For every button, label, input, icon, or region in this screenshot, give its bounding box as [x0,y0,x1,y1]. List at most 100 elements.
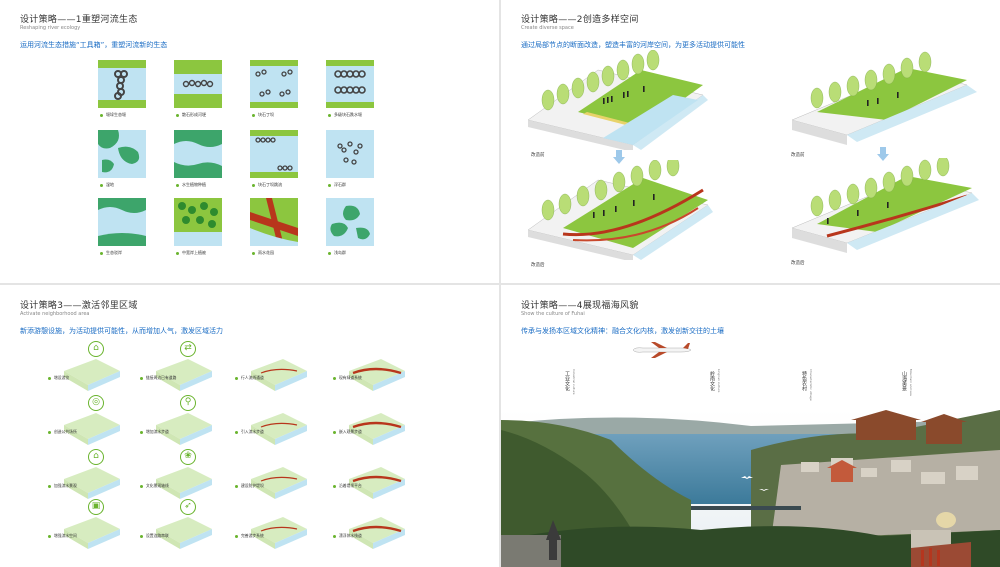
activation-label: 沿着堤坝平台 [333,483,362,489]
culture-label-en: Mountain and sea [909,369,913,396]
activation-item [247,397,309,449]
ecology-diagram [326,60,374,108]
section-after-left [527,160,713,260]
activation-label: 建设防护堤坝 [235,483,264,489]
activation-label: 现有绿道系统 [333,375,362,381]
ecology-tile-label: 多级块石跌水堰 [328,112,362,118]
ecology-tile [326,130,374,178]
horizontal-divider [0,283,1000,285]
ecology-tile-label: 浮石群 [328,182,346,188]
panel-subtitle: Activate neighborhood area [20,311,90,317]
activity-icon: ⇄ [180,341,196,357]
ecology-tile [98,130,146,178]
activation-label: 文化景观轴线 [140,483,169,489]
activation-label: 加强滨水景观 [48,483,77,489]
ecology-tile-label: 水生植物种植 [176,182,206,188]
ecology-tile [98,60,146,108]
ecology-diagram [98,198,146,246]
culture-label-en: Lingnan culture [717,369,721,393]
panel-lead: 传承与发扬本区域文化精神：融合文化内核，激发创新交往的土壤 [521,327,724,335]
activation-diagram [349,517,405,549]
ecology-diagram [174,60,222,108]
activity-icon: ⌂ [88,449,104,465]
ecology-tile [326,198,374,246]
activity-icon: ◎ [88,395,104,411]
ecology-tile [174,130,222,178]
ecology-tile-label: 生态驳岸 [100,250,122,256]
section-after-right [791,158,979,253]
activation-label: 创造公共场所 [48,429,77,435]
ecology-diagram [174,130,222,178]
panel-subtitle: Show the culture of Fuhai [521,311,585,317]
activation-label: 链接周边已有道路 [140,375,176,381]
panel-river-ecology: 设计策略——1重塑河流生态 Reshaping river ecology 运用… [0,0,499,283]
coastal-panorama [501,410,1000,567]
activation-label: 漂浮休水栈道 [333,533,362,539]
activation-label: 嵌入观景步道 [333,429,362,435]
activation-diagram [349,467,405,499]
culture-label: 山海美景 [901,371,907,391]
ecology-tile-label: 湿地 [100,182,114,188]
airplane-icon [632,342,692,358]
activation-item [345,451,407,503]
ecology-tile [250,130,298,178]
activation-label: 引入滨水步道 [235,429,264,435]
panel-lead: 通过局部节点的断面改造，塑造丰富的河岸空间，为更多活动提供可能性 [521,41,745,49]
activation-item [247,501,309,553]
culture-label: 特色农村 [801,371,807,391]
label-after-right: 改造后 [791,261,805,266]
ecology-diagram [326,198,374,246]
panel-lead: 新添游憩设施，为活动提供可能性，从而增加人气，激发区域活力 [20,327,223,335]
ecology-diagram [174,198,222,246]
ecology-tile-label: 堰垛生态堰 [100,112,126,118]
activation-item [247,451,309,503]
activation-diagram [251,413,307,445]
activation-diagram [251,517,307,549]
activity-icon: ⌂ [88,341,104,357]
activation-diagram [64,359,120,391]
activation-item [345,501,407,553]
panel-fuhai-culture: 设计策略——4展现福海风貌 Show the culture of Fuhai … [501,285,1000,567]
panel-title: 设计策略3——激活邻里区域 [20,301,138,311]
ecology-tile-label: 浅岛群 [328,250,346,256]
activation-diagram [349,359,405,391]
activation-label: 设置连路串联 [140,533,169,539]
culture-label: 岭南文化 [709,371,715,391]
ecology-tile [174,60,222,108]
activation-item [345,343,407,395]
ecology-tile [326,60,374,108]
activation-item [247,343,309,395]
panel-neighborhood: 设计策略3——激活邻里区域 Activate neighborhood area… [0,285,499,567]
activation-label: 增加滨水步道 [140,429,169,435]
ecology-tile-label: 散石形成河埂 [176,112,206,118]
activity-icon: ⚲ [180,395,196,411]
panel-diverse-space: 设计策略——2创造多样空间 Create diverse space 通过局部节… [501,0,1000,283]
panel-subtitle: Create diverse space [521,25,574,31]
panel-subtitle: Reshaping river ecology [20,25,81,31]
ecology-tile [98,198,146,246]
ecology-tile [174,198,222,246]
activation-item [60,343,122,395]
ecology-tile-label: 块石丁坝跳流 [252,182,282,188]
culture-label-en: Industrial culture [572,369,576,395]
activity-icon: ▣ [88,499,104,515]
activation-diagram [349,413,405,445]
ecology-tile [250,60,298,108]
panel-title: 设计策略——1重塑河流生态 [20,15,138,25]
activation-diagram [251,467,307,499]
panel-title: 设计策略——2创造多样空间 [521,15,639,25]
ecology-tile-label: 块石丁坝 [252,112,274,118]
ecology-diagram [326,130,374,178]
label-before-left: 改造前 [531,153,545,158]
activation-label: 完善游步系统 [235,533,264,539]
ecology-diagram [98,60,146,108]
activation-diagram [251,359,307,391]
ecology-tile-label: 中宽岸上植被 [176,250,206,256]
activation-item [345,397,407,449]
culture-label-en: Characteristic village [809,369,813,401]
activity-icon: ➶ [180,499,196,515]
panel-lead: 运用河流生态措施“工具箱”，重塑河流新的生态 [20,41,168,49]
section-before-right [791,51,977,145]
activation-label: 增设游览 [48,375,69,381]
label-before-right: 改造前 [791,153,805,158]
